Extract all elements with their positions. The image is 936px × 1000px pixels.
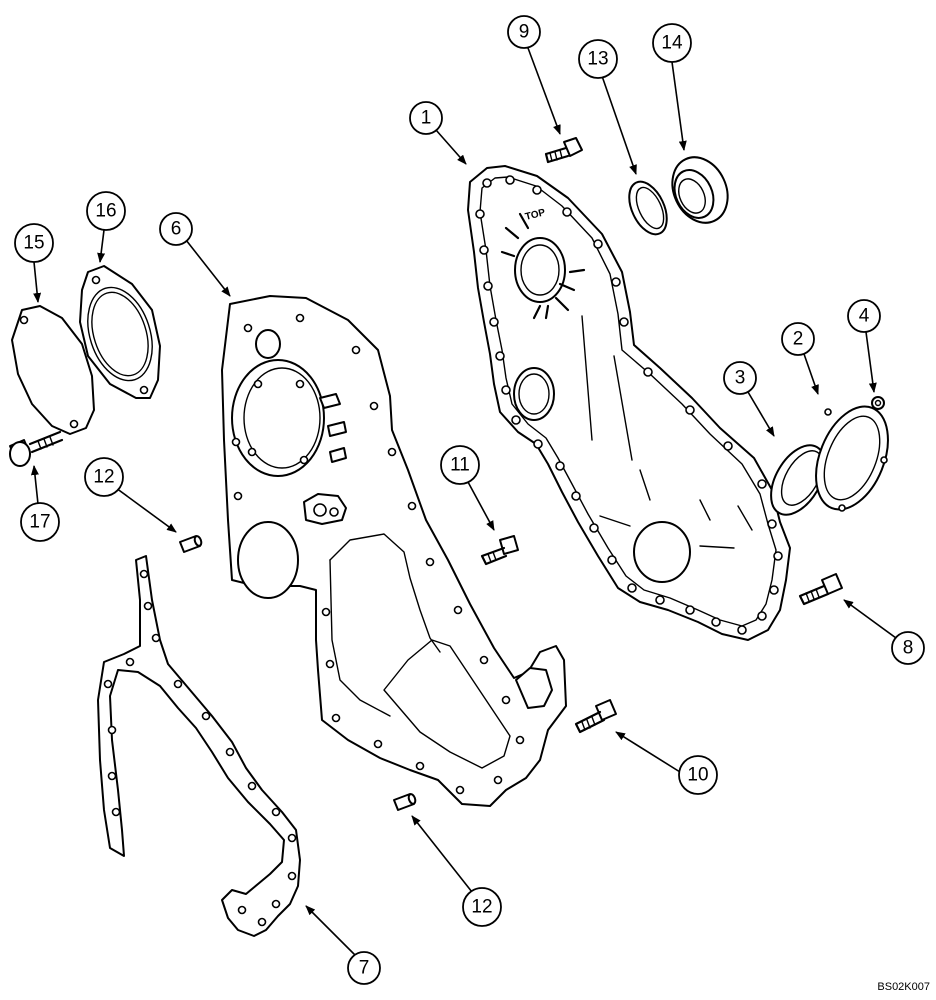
- svg-text:7: 7: [359, 958, 370, 979]
- housing-bolt-holes: [231, 313, 525, 795]
- callout-13: 13: [578, 39, 637, 175]
- callout-12-upper: 12: [84, 457, 177, 533]
- callout-3: 3: [723, 361, 775, 437]
- bolt-17: [9, 430, 64, 467]
- svg-text:10: 10: [687, 765, 708, 786]
- callout-17: 17: [20, 465, 60, 542]
- svg-text:3: 3: [735, 368, 746, 389]
- seal-14: [671, 156, 729, 224]
- callout-1: 1: [409, 101, 467, 165]
- callout-11: 11: [440, 445, 495, 531]
- gasket-16: [79, 265, 161, 399]
- callout-8: 8: [843, 599, 925, 665]
- gear-housing: [221, 295, 567, 807]
- svg-text:13: 13: [587, 49, 608, 70]
- callout-9: 9: [507, 15, 561, 135]
- lower-gasket: [97, 555, 301, 937]
- svg-text:6: 6: [171, 219, 182, 240]
- bolt-11: [480, 535, 519, 566]
- svg-text:2: 2: [793, 329, 804, 350]
- seal-3: [770, 444, 826, 516]
- seal-plate-2: [815, 405, 889, 512]
- svg-text:11: 11: [450, 455, 470, 476]
- callout-15: 15: [14, 223, 54, 303]
- svg-text:9: 9: [519, 22, 530, 43]
- bolt-9: [544, 137, 583, 164]
- callout-14: 14: [652, 23, 692, 151]
- gasket-rib-lines: [581, 315, 753, 549]
- bolt-10: [574, 699, 617, 734]
- seal-13: [628, 180, 668, 236]
- dowel-pin-upper: [179, 535, 203, 553]
- svg-text:14: 14: [661, 33, 683, 54]
- callout-2: 2: [781, 322, 819, 395]
- nut-4: [871, 396, 885, 410]
- callout-6: 6: [159, 212, 231, 297]
- svg-text:8: 8: [903, 638, 914, 659]
- svg-text:17: 17: [29, 512, 50, 533]
- top-stamp: TOP: [524, 207, 547, 223]
- bolt-8: [798, 573, 843, 606]
- callout-7: 7: [305, 905, 381, 985]
- svg-text:4: 4: [859, 306, 870, 327]
- svg-text:16: 16: [95, 201, 116, 222]
- callout-12-lower: 12: [411, 815, 502, 927]
- front-cover-gasket: TOP: [467, 165, 791, 641]
- callout-16: 16: [86, 191, 126, 263]
- svg-text:15: 15: [23, 233, 44, 254]
- svg-text:12: 12: [471, 897, 492, 918]
- figure-reference: BS02K007: [877, 981, 930, 993]
- cover-plate-15: [11, 305, 95, 435]
- callout-10: 10: [615, 731, 718, 795]
- dowel-pin-lower: [393, 793, 417, 811]
- callout-4: 4: [847, 299, 881, 393]
- lower-gasket-holes: [103, 569, 297, 927]
- gasket-bolt-holes: [475, 175, 783, 635]
- timing-ray-marks: [500, 212, 586, 320]
- svg-text:1: 1: [421, 108, 432, 129]
- svg-text:12: 12: [93, 467, 114, 488]
